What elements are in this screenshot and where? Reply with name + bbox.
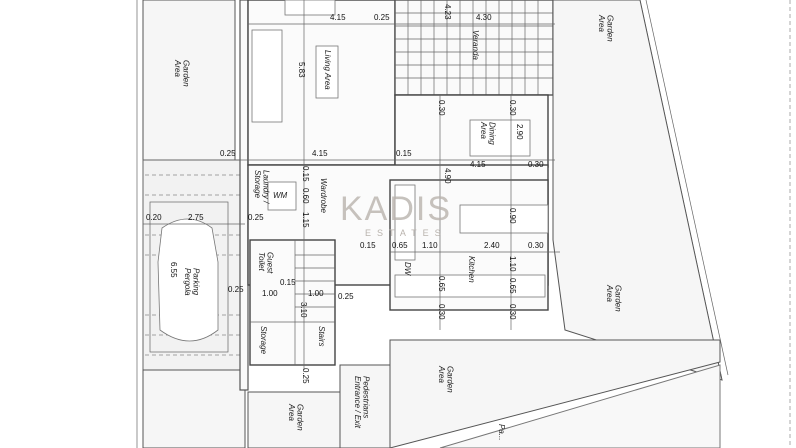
dimension-label: 1.10 — [507, 256, 517, 272]
label-veranda: Veranda — [470, 30, 480, 60]
label-garden-left: Garden Area — [172, 60, 191, 87]
dimension-label: 2.75 — [188, 213, 204, 222]
parking-pergola — [142, 159, 246, 371]
dimension-label: 6.55 — [168, 262, 178, 278]
label-dw: DW — [402, 262, 412, 276]
dimension-label: 2.90 — [514, 124, 524, 140]
dimension-label: 0.30 — [528, 160, 544, 169]
label-parking: Parking Pergola — [182, 268, 201, 296]
paving-strip — [439, 364, 721, 448]
dimension-label: 0.30 — [436, 100, 446, 116]
dimension-label: 1.00 — [262, 289, 278, 298]
plan-line — [645, 0, 729, 376]
plan-line — [239, 0, 249, 391]
dimension-label: 4.23 — [442, 4, 452, 20]
garden-strip-bottom — [142, 369, 246, 448]
dimension-label: 0.65 — [507, 278, 517, 294]
label-stairs: Stairs — [316, 326, 326, 347]
dimension-label: 4.15 — [312, 149, 328, 158]
dimension-label: 0.25 — [300, 368, 310, 384]
garden-left — [142, 0, 236, 161]
dimension-label: 0.30 — [436, 304, 446, 320]
dimension-label: 5.83 — [296, 62, 306, 78]
dimension-label: 1.15 — [300, 212, 310, 228]
dimension-label: 0.25 — [338, 292, 354, 301]
stair-block — [249, 239, 336, 366]
label-paving: Pa... — [496, 424, 506, 441]
plan-line — [395, 0, 553, 95]
dimension-lines — [143, 0, 560, 370]
dimension-label: 0.30 — [507, 100, 517, 116]
kitchen-counter-bottom — [394, 274, 546, 298]
dimension-label: 0.15 — [300, 166, 310, 182]
watermark-brand: KADIS — [340, 190, 453, 228]
dimension-label: 0.30 — [528, 241, 544, 250]
label-garden-bottom-left: Garden Area — [286, 404, 305, 431]
label-pedestrians: Pedestrians Entrance / Exit — [352, 376, 371, 429]
dimension-label: 1.10 — [422, 241, 438, 250]
laundry-wm — [267, 181, 297, 211]
label-kitchen: Kitchen — [466, 256, 476, 283]
plan-line — [149, 201, 229, 353]
label-laundry: Laundry / Storage — [252, 170, 271, 204]
dimension-label: 1.00 — [308, 289, 324, 298]
dimension-label: 0.25 — [374, 13, 390, 22]
kitchen-island — [394, 184, 416, 261]
label-dining: Dining Area — [478, 122, 497, 145]
dimension-label: 4.15 — [470, 160, 486, 169]
dimension-label: 4.90 — [442, 168, 452, 184]
garden-bottom-left — [247, 391, 341, 448]
label-guest-toilet: Guest Toilet — [256, 252, 275, 274]
label-garden-right: Garden Area — [604, 285, 623, 312]
dimension-label: 0.15 — [280, 278, 296, 287]
dimension-label: 0.15 — [360, 241, 376, 250]
living-table — [315, 45, 339, 99]
dimension-label: 0.30 — [507, 304, 517, 320]
car-outline — [157, 218, 219, 342]
dimension-label: 0.25 — [248, 213, 264, 222]
label-wardrobe: Wardrobe — [318, 178, 328, 213]
dimension-label: 3.10 — [298, 302, 308, 318]
dimension-label: 0.65 — [392, 241, 408, 250]
dimension-label: 0.65 — [436, 276, 446, 292]
dining-table — [469, 119, 531, 157]
dimension-label: 0.20 — [146, 213, 162, 222]
label-garden-bottom: Garden Area — [436, 366, 455, 393]
stair-treads — [295, 254, 335, 308]
dimension-label: 0.25 — [228, 285, 244, 294]
dimension-label: 0.15 — [396, 149, 412, 158]
label-storage: Storage — [258, 326, 268, 355]
watermark-sub: ESTATES — [365, 228, 447, 238]
dimension-label: 4.15 — [330, 13, 346, 22]
kitchen-counter — [459, 204, 549, 234]
dimension-label: 2.40 — [484, 241, 500, 250]
sofa-top — [284, 0, 336, 16]
dimension-label: 0.25 — [220, 149, 236, 158]
dimension-label: 4.30 — [476, 13, 492, 22]
label-garden-top-right: Garden Area — [596, 15, 615, 42]
sofa — [251, 29, 283, 123]
dimension-label: 0.90 — [507, 208, 517, 224]
pedestrian-entrance — [339, 364, 391, 448]
label-wm: WM — [273, 191, 288, 200]
label-living: Living Area — [322, 50, 332, 90]
dimension-label: 0.60 — [300, 188, 310, 204]
house — [239, 0, 554, 391]
